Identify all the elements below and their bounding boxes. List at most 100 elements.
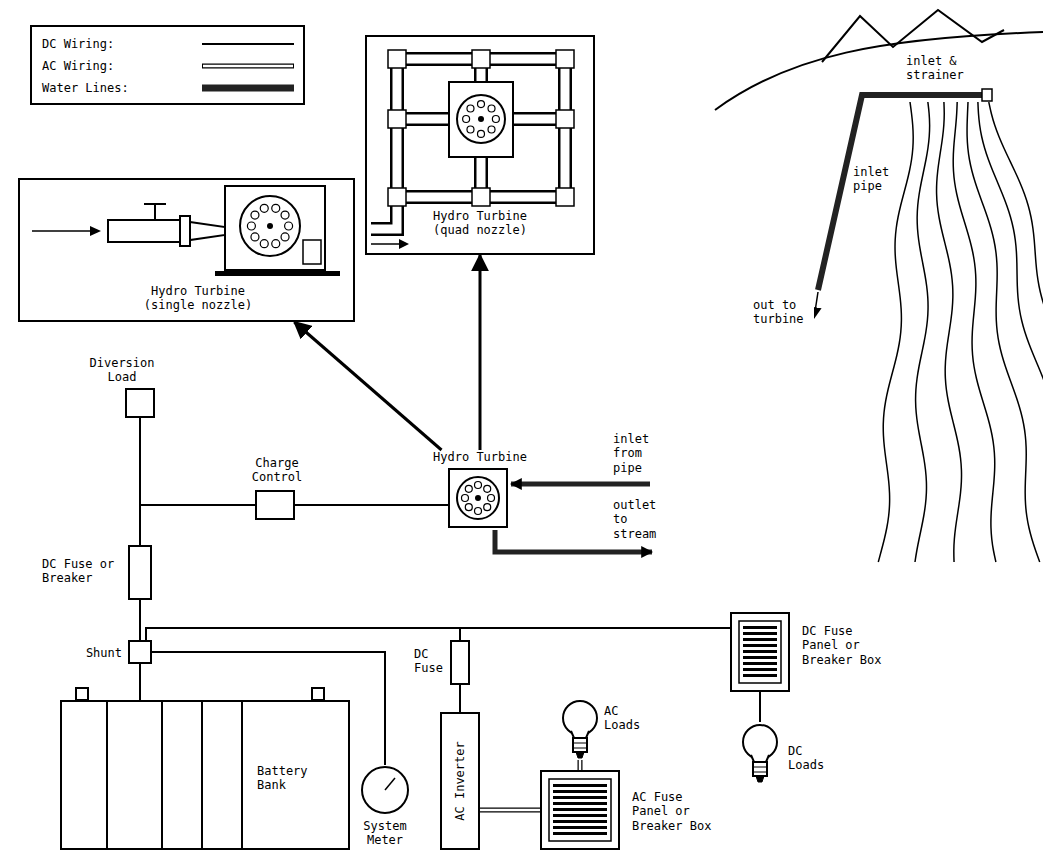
turbine-hub bbox=[478, 116, 484, 122]
dc-wire-line bbox=[140, 418, 255, 505]
meter-dial bbox=[362, 767, 408, 813]
pipe-outline bbox=[371, 197, 397, 229]
turbine-bucket bbox=[281, 211, 289, 219]
inlet-pipe bbox=[818, 95, 985, 290]
dc-wire bbox=[460, 685, 461, 712]
turbine-bucket bbox=[484, 504, 491, 511]
turbine-drawing bbox=[450, 470, 510, 530]
shunt-box: Shunt bbox=[128, 640, 152, 664]
dc-wire-line bbox=[759, 692, 761, 722]
dc-wire bbox=[146, 628, 730, 640]
pipe-fitting bbox=[472, 188, 490, 206]
breaker-bar bbox=[553, 796, 607, 799]
battery-bank: Battery Bank bbox=[60, 700, 350, 850]
dc-wire-line bbox=[139, 600, 141, 640]
pipe-core bbox=[397, 59, 565, 197]
turbine-wheel bbox=[457, 95, 505, 143]
battery-terminal bbox=[312, 688, 324, 700]
turbine-bucket bbox=[465, 504, 472, 511]
dc-wire-line bbox=[295, 504, 448, 506]
breaker-bar bbox=[743, 638, 777, 641]
dc-wire-line bbox=[140, 505, 255, 545]
turbine-bucket bbox=[285, 222, 293, 230]
flow-arrow bbox=[32, 230, 92, 232]
fusepanel-drawing bbox=[732, 614, 792, 694]
dc-wire-line bbox=[139, 664, 141, 700]
flow-arrow-head bbox=[399, 239, 409, 249]
pointer-arrow-line bbox=[479, 255, 482, 450]
callout-label: inlet & strainer bbox=[905, 54, 977, 83]
valve-handle bbox=[144, 204, 166, 220]
dc-wire-sample bbox=[202, 43, 294, 45]
callout-label: inlet pipe bbox=[852, 165, 899, 194]
component-label: DC Loads bbox=[788, 744, 833, 773]
cell-divider bbox=[201, 702, 203, 848]
box-drawing bbox=[127, 390, 157, 420]
legend-row: AC Wiring: bbox=[32, 55, 303, 77]
component-label: AC Inverter bbox=[453, 741, 467, 820]
inverter-box: AC Inverter bbox=[440, 712, 480, 850]
box-drawing bbox=[257, 492, 297, 522]
dc-wire bbox=[140, 600, 141, 640]
component-label: DC Fuse or Breaker bbox=[42, 557, 122, 586]
box-drawing bbox=[130, 547, 154, 602]
inset-panel: Hydro Turbine (quad nozzle) bbox=[365, 35, 595, 255]
pipe-fitting bbox=[556, 110, 574, 128]
component-label: DC Fuse bbox=[414, 647, 448, 676]
fusepanel-drawing bbox=[542, 772, 622, 852]
breaker-bar bbox=[743, 626, 777, 629]
generator bbox=[303, 240, 321, 264]
pointer-arrow bbox=[294, 322, 441, 450]
bulb-drawing bbox=[740, 722, 780, 784]
legend-text: AC Wiring: bbox=[42, 59, 114, 73]
bulb-neck bbox=[571, 731, 589, 738]
bulb-globe bbox=[563, 701, 597, 735]
panel-frame bbox=[739, 621, 781, 683]
cell-divider bbox=[106, 702, 108, 848]
turbine-bucket bbox=[488, 105, 495, 112]
turbine-bucket bbox=[488, 126, 495, 133]
dc-wire-line bbox=[459, 685, 461, 712]
turbine-bucket bbox=[247, 222, 255, 230]
breaker-bar bbox=[743, 644, 777, 647]
dc-wire-line bbox=[146, 628, 730, 640]
breaker-bar bbox=[553, 820, 607, 823]
turbine-bucket bbox=[475, 481, 482, 488]
turbine-housing bbox=[449, 82, 513, 157]
pointer-arrow-line bbox=[294, 322, 441, 450]
turbine-bucket bbox=[272, 204, 280, 212]
stream-line bbox=[937, 102, 962, 562]
base-plate bbox=[215, 271, 340, 276]
pipe-fitting bbox=[388, 188, 406, 206]
legend-text: DC Wiring: bbox=[42, 37, 114, 51]
turbine-bucket bbox=[467, 126, 474, 133]
turbine-bucket bbox=[478, 101, 485, 108]
component-label: AC Fuse Panel or Breaker Box bbox=[632, 790, 724, 833]
stream-line bbox=[915, 102, 930, 562]
water-line-sample bbox=[202, 85, 294, 92]
dc-wire-line bbox=[146, 628, 460, 640]
hydro-turbine-box: Hydro Turbine bbox=[448, 468, 508, 528]
legend-row: DC Wiring: bbox=[32, 33, 303, 55]
battery-drawing bbox=[62, 702, 352, 852]
component-label: Hydro Turbine bbox=[425, 450, 535, 464]
turbine-bucket bbox=[260, 204, 268, 212]
turbine-bucket bbox=[488, 495, 495, 502]
bulb-tip bbox=[756, 776, 764, 782]
turbine-bucket bbox=[281, 233, 289, 241]
breaker-bar bbox=[553, 814, 607, 817]
component-label: DC Fuse Panel or Breaker Box bbox=[802, 624, 894, 667]
pipe-outline bbox=[397, 59, 565, 197]
dc-breaker-box: DC Fuse or Breaker bbox=[128, 545, 152, 600]
breaker-bar bbox=[553, 832, 607, 835]
ac-wire-sample bbox=[203, 65, 293, 68]
component-label: Hydro Turbine (single nozzle) bbox=[138, 284, 258, 313]
dc-wire bbox=[146, 628, 460, 640]
turbine-bucket bbox=[463, 116, 470, 123]
pointer-arrow bbox=[480, 255, 481, 450]
stream-line bbox=[953, 102, 996, 562]
stream-line bbox=[989, 102, 1043, 562]
turbine-bucket bbox=[465, 485, 472, 492]
box-drawing bbox=[452, 642, 472, 687]
ac-wire-core bbox=[579, 760, 582, 770]
